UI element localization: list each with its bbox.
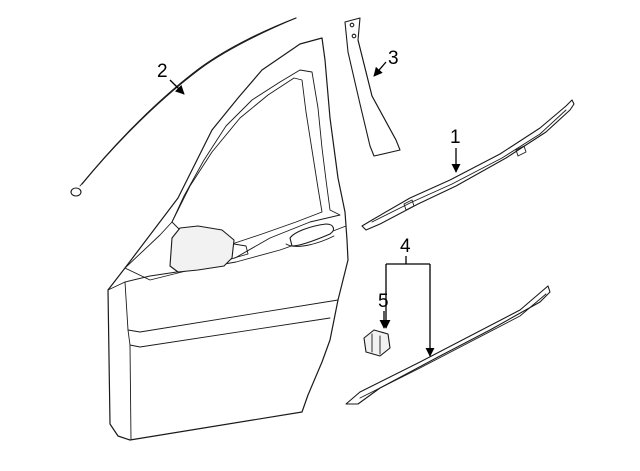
callout-3-group: 3 — [373, 48, 399, 77]
callout-2-group: 2 — [157, 61, 185, 95]
front-door-shell — [107, 37, 349, 441]
callout-4-group: 4 — [381, 236, 435, 357]
molding-clip — [363, 329, 391, 357]
roof-drip-molding — [70, 17, 297, 197]
body-side-molding — [345, 285, 551, 405]
callout-5-group: 5 — [378, 291, 389, 329]
callout-5: 5 — [378, 291, 389, 312]
belt-molding — [361, 99, 575, 231]
callout-2: 2 — [157, 61, 168, 82]
callout-1: 1 — [450, 127, 461, 148]
callout-4: 4 — [400, 236, 411, 257]
pillar-applique — [344, 17, 401, 157]
callout-3: 3 — [388, 48, 399, 69]
callout-1-group: 1 — [450, 127, 461, 173]
